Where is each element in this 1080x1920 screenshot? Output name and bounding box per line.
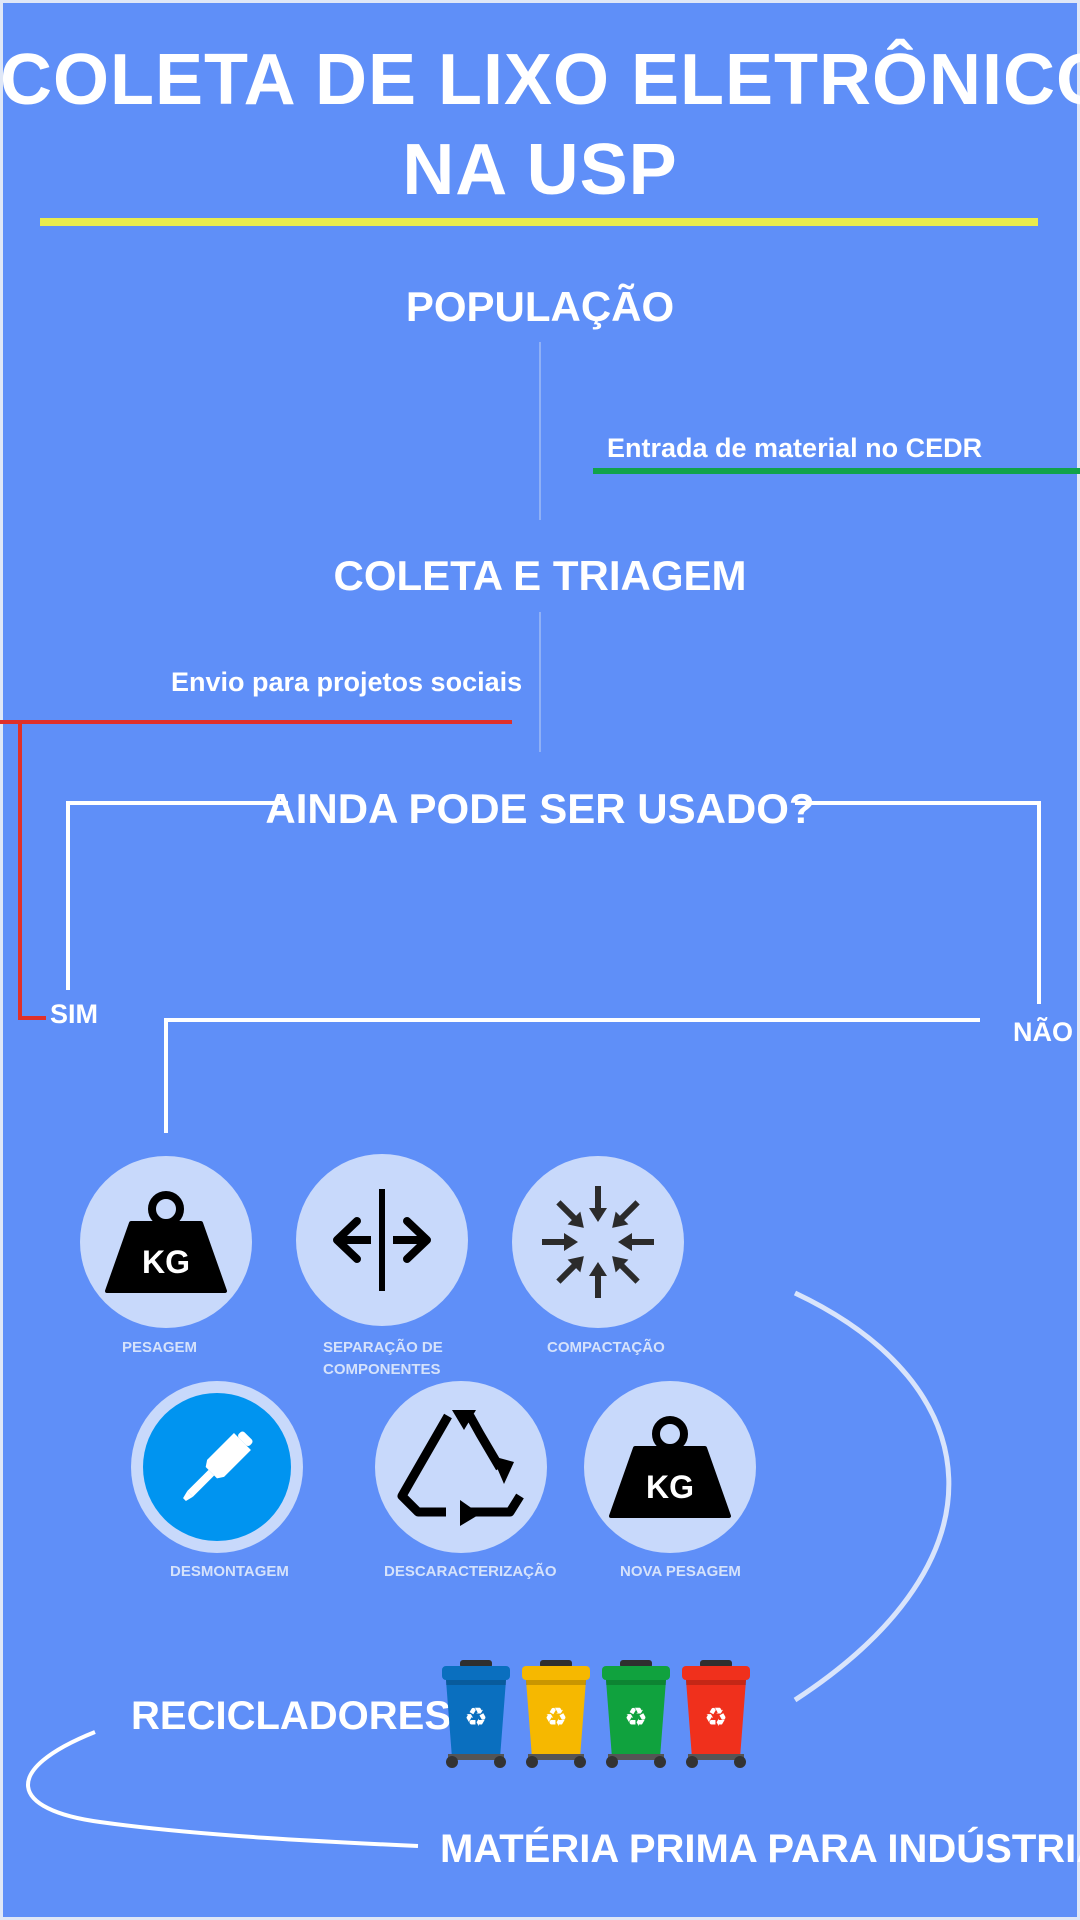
coleta-triagem-label: COLETA E TRIAGEM bbox=[333, 552, 747, 599]
pesagem-label: PESAGEM bbox=[122, 1339, 198, 1356]
svg-text:KG: KG bbox=[646, 1469, 694, 1505]
steps-to-recicladores-curve bbox=[793, 1290, 952, 1703]
weight-kg-icon: KG bbox=[105, 1191, 227, 1293]
nao-bracket bbox=[795, 801, 1041, 1004]
envio-label: Envio para projetos sociais bbox=[171, 667, 523, 697]
recycle-bin-icon: ♻ bbox=[682, 1660, 750, 1768]
recycle-bin-icon: ♻ bbox=[442, 1660, 510, 1768]
title-underline bbox=[40, 218, 1038, 226]
recycle-bin-icon: ♻ bbox=[522, 1660, 590, 1768]
svg-text:♻: ♻ bbox=[704, 1703, 727, 1733]
envio-to-sim-line bbox=[18, 722, 46, 1020]
screwdriver-icon bbox=[183, 1431, 253, 1501]
svg-text:♻: ♻ bbox=[464, 1703, 487, 1733]
split-arrows-icon bbox=[333, 1189, 431, 1291]
separacao-label-line-1: SEPARAÇÃO DE bbox=[323, 1339, 443, 1356]
recicladores-label: RECICLADORES bbox=[131, 1694, 452, 1738]
separacao-label-line-2: COMPONENTES bbox=[323, 1361, 441, 1378]
populacao-label: POPULAÇÃO bbox=[405, 283, 675, 330]
desmontagem-circle bbox=[131, 1381, 303, 1553]
title-line-2: NA USP bbox=[402, 130, 678, 210]
sim-bracket bbox=[66, 801, 288, 990]
svg-text:♻: ♻ bbox=[544, 1703, 567, 1733]
pergunta-label: AINDA PODE SER USADO? bbox=[265, 785, 815, 832]
entrada-label: Entrada de material no CEDR bbox=[607, 433, 983, 463]
recycle-bin-icon: ♻ bbox=[602, 1660, 670, 1768]
descaracterizacao-circle bbox=[375, 1381, 547, 1553]
svg-text:♻: ♻ bbox=[624, 1703, 647, 1733]
recycle-triangle-icon bbox=[397, 1410, 524, 1526]
materia-prima-label: MATÉRIA PRIMA PARA INDÚSTRIA bbox=[440, 1827, 1080, 1871]
descaracterizacao-label: DESCARACTERIZAÇÃO bbox=[384, 1563, 557, 1580]
desmontagem-label: DESMONTAGEM bbox=[170, 1563, 289, 1580]
nova-pesagem-circle: KG bbox=[584, 1381, 756, 1553]
pesagem-circle: KG bbox=[80, 1156, 252, 1328]
recycle-bins: ♻ ♻ ♻ ♻ bbox=[442, 1660, 750, 1768]
svg-text:KG: KG bbox=[142, 1244, 190, 1280]
sim-label: SIM bbox=[50, 999, 99, 1029]
compactacao-label: COMPACTAÇÃO bbox=[547, 1339, 665, 1356]
recicladores-to-materia-curve bbox=[26, 1730, 419, 1848]
compress-arrows-icon bbox=[542, 1186, 654, 1298]
compactacao-circle bbox=[512, 1156, 684, 1328]
separacao-circle bbox=[296, 1154, 468, 1326]
nao-label: NÃO bbox=[1013, 1017, 1073, 1047]
title-line-1: COLETA DE LIXO ELETRÔNICO bbox=[0, 40, 1080, 120]
nao-to-steps-line bbox=[164, 1018, 980, 1133]
nova-pesagem-label: NOVA PESAGEM bbox=[620, 1563, 741, 1580]
weight-kg-icon: KG bbox=[609, 1416, 731, 1518]
